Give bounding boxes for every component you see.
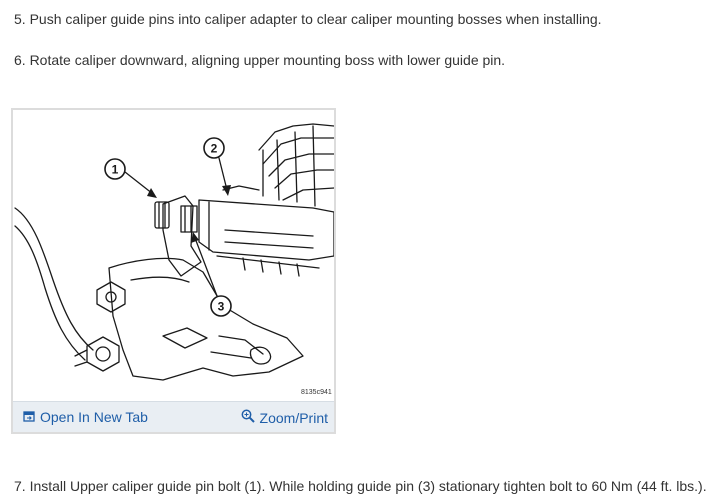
callout-2: 2 <box>211 142 218 156</box>
caliper-illustration: 1 2 3 8135c941 <box>14 123 334 396</box>
step-7-text: 7. Install Upper caliper guide pin bolt … <box>14 478 707 494</box>
figure-code: 8135c941 <box>301 389 332 396</box>
magnifier-icon <box>241 409 255 426</box>
callout-3: 3 <box>218 300 225 314</box>
step-5-text: 5. Push caliper guide pins into caliper … <box>14 11 602 27</box>
step-6-text: 6. Rotate caliper downward, aligning upp… <box>14 52 506 68</box>
open-in-new-tab-link[interactable]: Open In New Tab <box>23 409 148 425</box>
open-in-new-tab-label: Open In New Tab <box>40 409 148 425</box>
callout-1: 1 <box>112 163 119 177</box>
figure-container: 1 2 3 8135c941 Open In New Tab <box>11 108 336 434</box>
external-tab-icon <box>23 409 35 425</box>
zoom-print-link[interactable]: Zoom/Print <box>241 409 328 426</box>
zoom-print-label: Zoom/Print <box>259 409 328 426</box>
figure-action-bar: Open In New Tab Zoom/Print <box>13 401 334 432</box>
